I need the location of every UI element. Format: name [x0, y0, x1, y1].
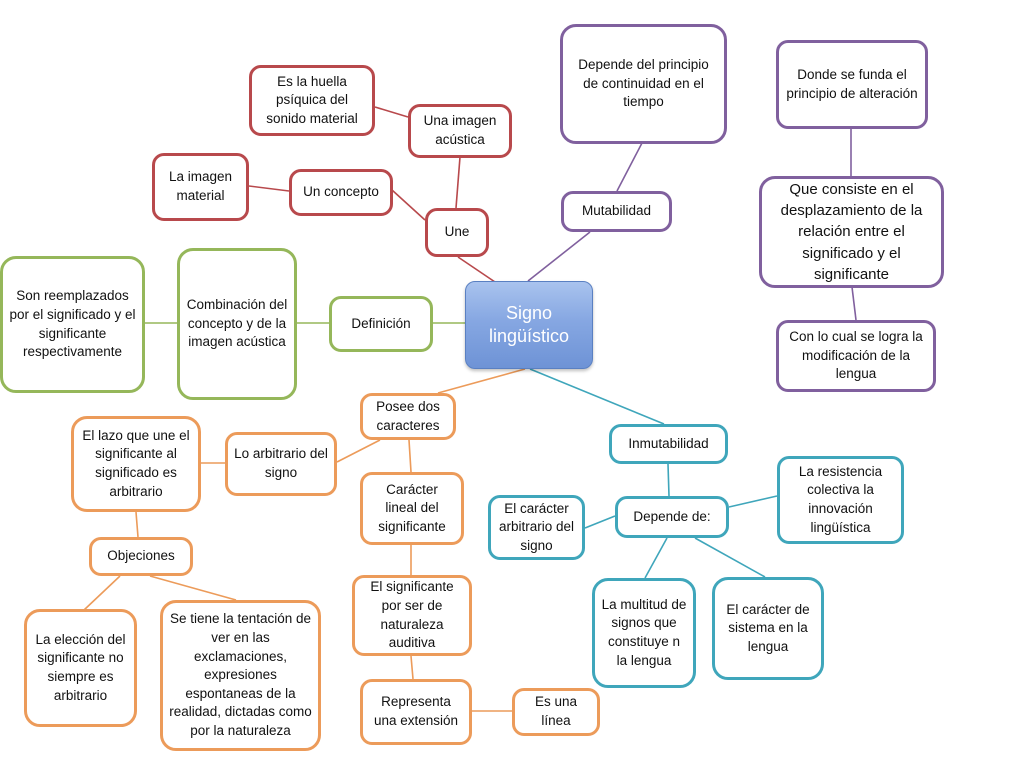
link-center-posee	[437, 368, 526, 394]
node-una-imagen-acustica: Una imagen acústica	[408, 104, 512, 158]
link-depende-sistema	[694, 537, 766, 578]
node-modificacion-lengua: Con lo cual se logra la modificación de …	[776, 320, 936, 392]
link-posee-lineal	[408, 439, 412, 473]
node-inmutabilidad: Inmutabilidad	[609, 424, 728, 464]
node-un-concepto: Un concepto	[289, 169, 393, 216]
link-posee-arbitrario	[336, 439, 381, 463]
center-node-signo-linguistico: Signo lingüístico	[465, 281, 593, 369]
node-que-consiste: Que consiste en el desplazamiento de la …	[759, 176, 944, 288]
node-definicion: Definición	[329, 296, 433, 352]
link-concepto-material	[248, 185, 290, 192]
node-combinacion: Combinación del concepto y de la imagen …	[177, 248, 297, 400]
node-multitud-signos: La multitud de signos que constituye n l…	[592, 578, 696, 688]
node-resistencia-colectiva: La resistencia colectiva la innovación l…	[777, 456, 904, 544]
node-es-una-linea: Es una línea	[512, 688, 600, 736]
node-mutabilidad: Mutabilidad	[561, 191, 672, 232]
link-objeciones-eleccion	[83, 575, 121, 611]
link-consiste-modificacion	[851, 286, 857, 321]
node-lazo-arbitrario: El lazo que une el significante al signi…	[71, 416, 201, 512]
node-tentacion: Se tiene la tentación de ver en las excl…	[160, 600, 321, 751]
node-objeciones: Objeciones	[89, 537, 193, 576]
link-depende-multitud	[644, 537, 668, 579]
link-mutabilidad-depende	[616, 142, 643, 192]
link-imagen-huella	[374, 106, 409, 118]
node-reemplazados: Son reemplazados por el significado y el…	[0, 256, 145, 393]
node-caracter-lineal: Carácter lineal del significante	[360, 472, 464, 545]
node-depende-de: Depende de:	[615, 496, 729, 538]
node-naturaleza-auditiva: El significante por ser de naturaleza au…	[352, 575, 472, 656]
node-lo-arbitrario: Lo arbitrario del signo	[225, 432, 337, 496]
link-auditiva-representa	[410, 655, 414, 680]
node-posee-dos-caracteres: Posee dos caracteres	[360, 393, 456, 440]
node-caracter-arbitrario-signo: El carácter arbitrario del signo	[488, 495, 585, 560]
link-objeciones-tentacion	[149, 575, 237, 601]
link-center-une	[457, 256, 496, 283]
node-eleccion-significante: La elección del significante no siempre …	[24, 609, 137, 727]
node-huella-psiquica: Es la huella psíquica del sonido materia…	[249, 65, 375, 136]
node-la-imagen-material: La imagen material	[152, 153, 249, 221]
link-depende-resistencia	[728, 495, 778, 508]
node-depende-continuidad: Depende del principio de continuidad en …	[560, 24, 727, 144]
link-une-concepto	[391, 189, 426, 221]
node-representa-extension: Representa una extensión	[360, 679, 472, 745]
link-center-mutabilidad	[527, 231, 591, 282]
link-inmutabilidad-depende	[667, 463, 670, 497]
node-caracter-sistema: El carácter de sistema en la lengua	[712, 577, 824, 680]
link-depende-arbitrario	[584, 515, 616, 529]
node-donde-se-funda: Donde se funda el principio de alteració…	[776, 40, 928, 129]
node-une: Une	[425, 208, 489, 257]
link-lazo-objeciones	[135, 511, 139, 538]
link-center-inmutabilidad	[529, 368, 665, 425]
link-une-imagen	[455, 156, 461, 209]
